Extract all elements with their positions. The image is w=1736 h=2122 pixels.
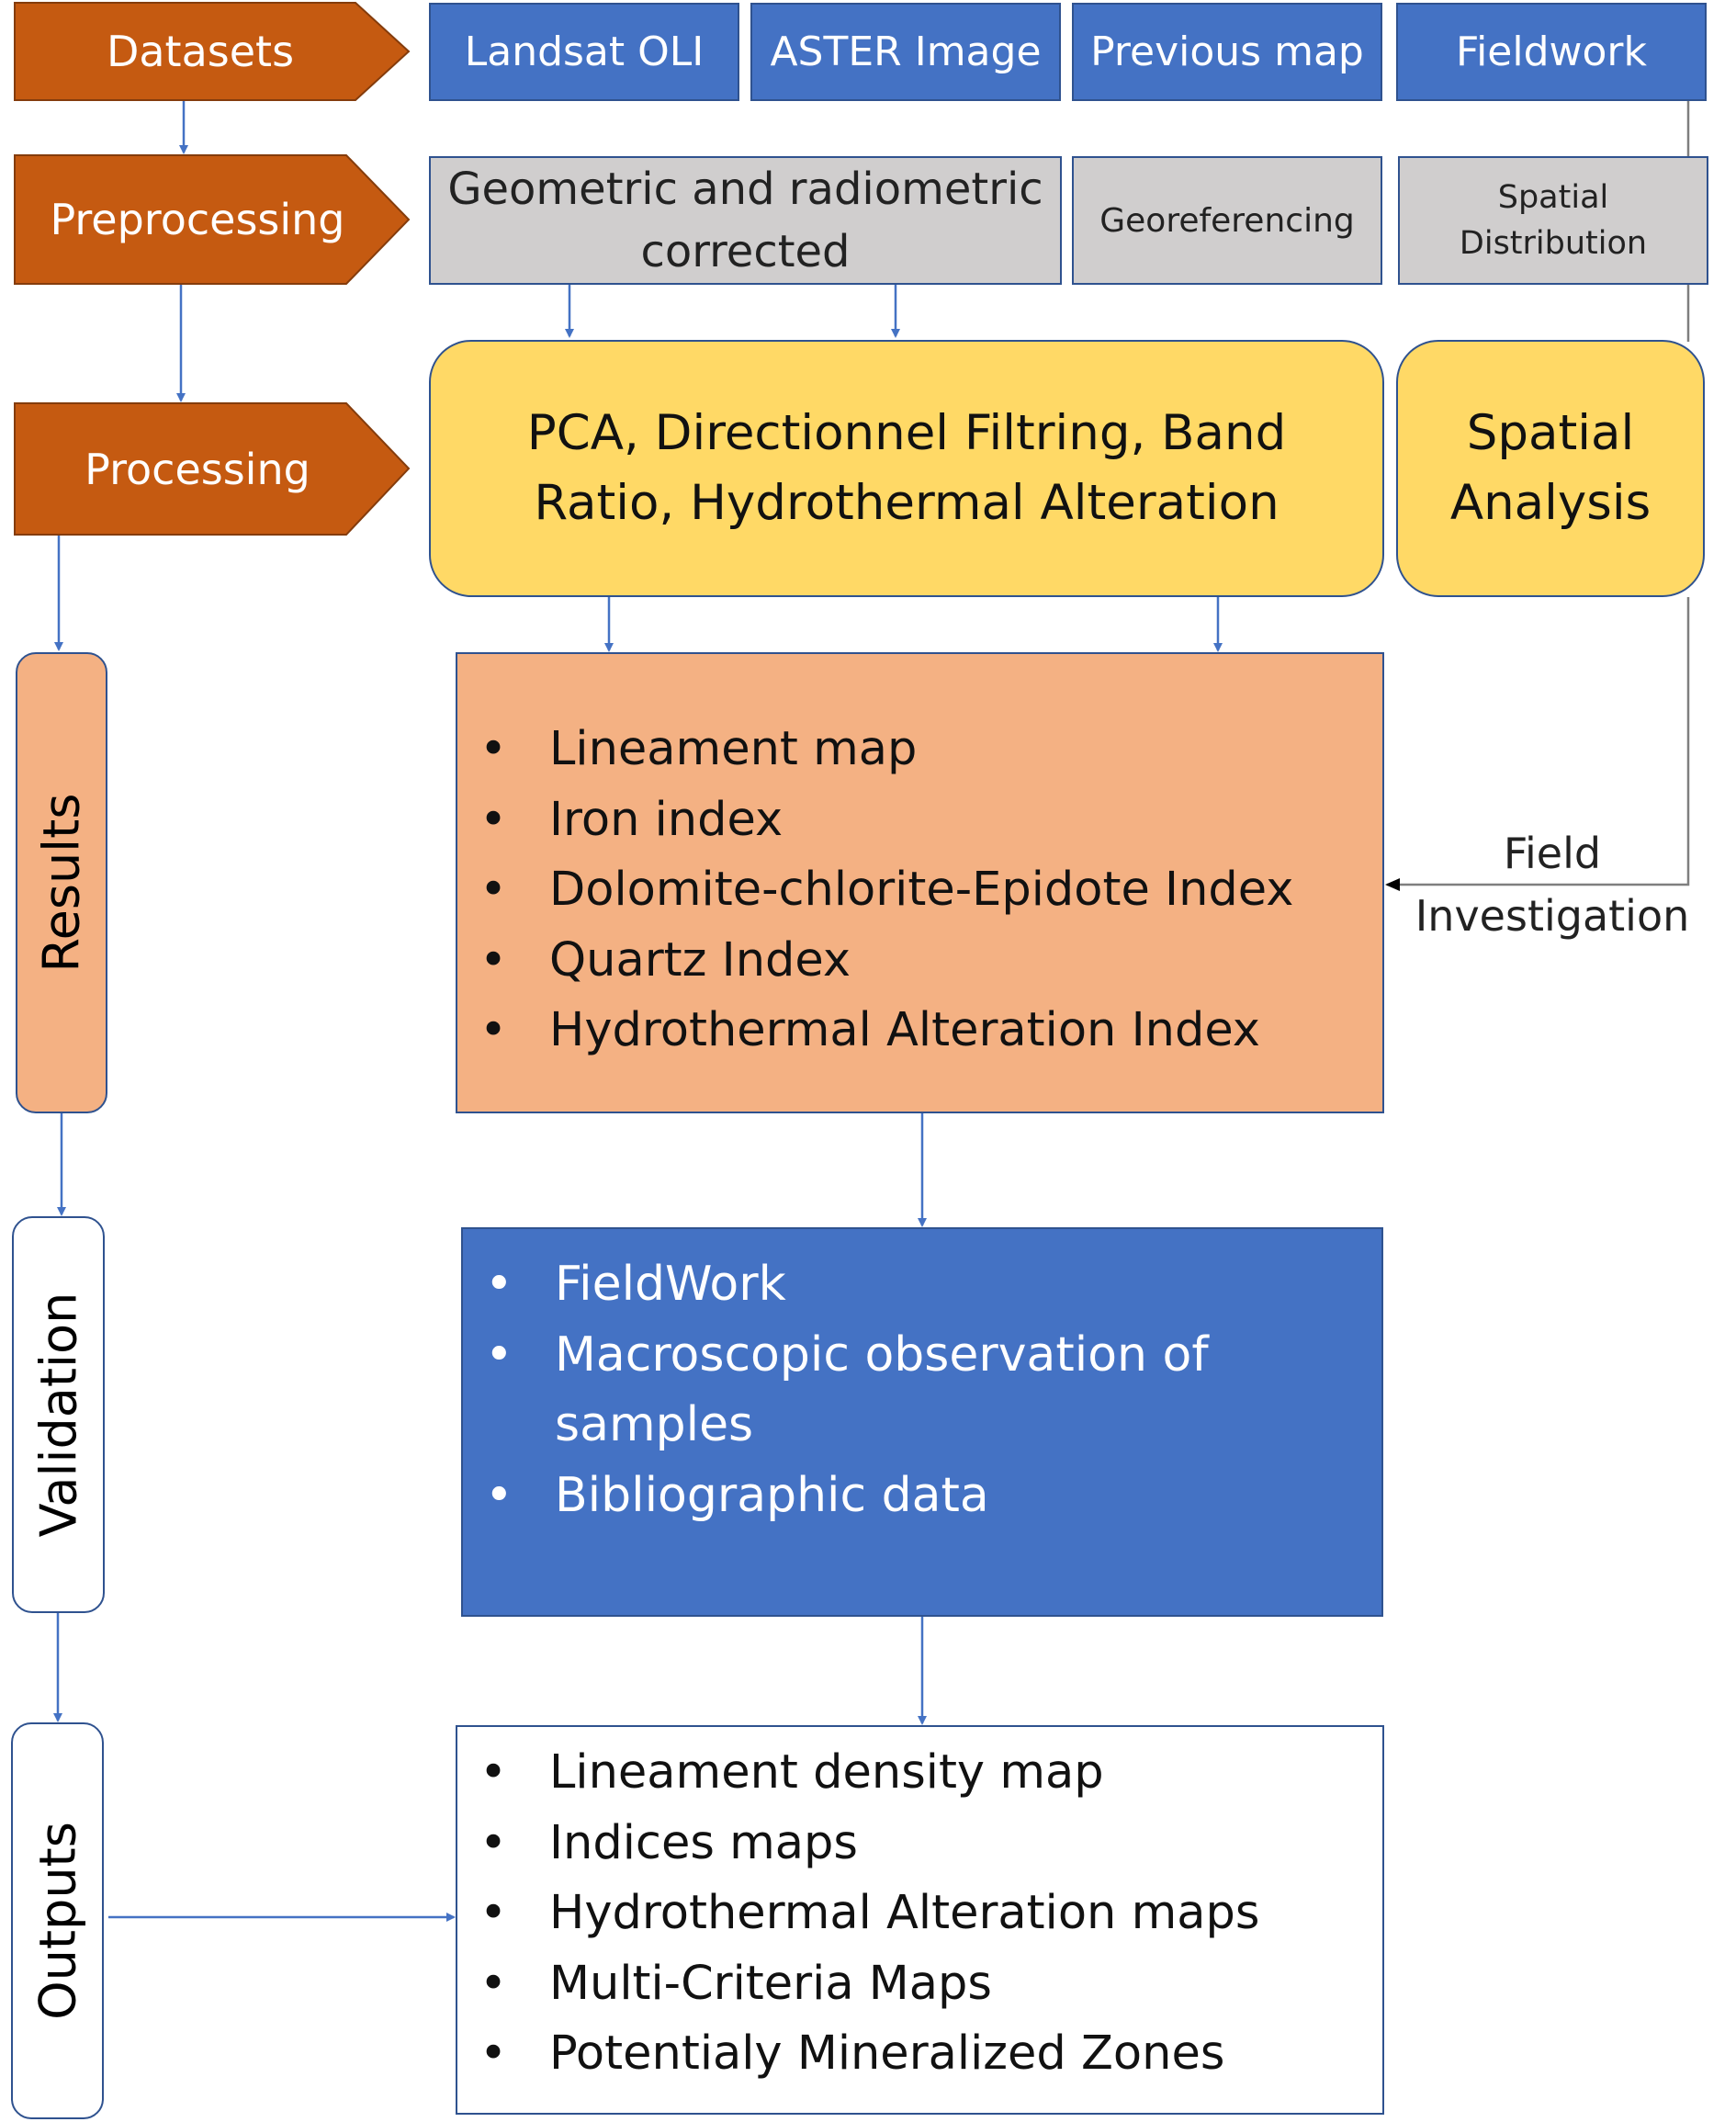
spatial-analysis-line1: Spatial (1466, 405, 1635, 461)
geometric-line1: Geometric and radiometric (447, 164, 1043, 215)
outputs-item: •Lineament density map (479, 1745, 1104, 1800)
stage-label-results: Results (32, 793, 91, 973)
geometric-line2: corrected (640, 226, 851, 277)
arrow-field-investigation (1385, 597, 1690, 891)
processing-methods-box: PCA, Directionnel Filtring, Band Ratio, … (429, 340, 1384, 597)
stage-label-validation: Validation (29, 1292, 87, 1538)
stage-outputs: Outputs (11, 1722, 104, 2119)
stage-datasets: Datasets (14, 2, 411, 101)
outputs-item: •Indices maps (479, 1815, 858, 1870)
dataset-label: Previous map (1090, 28, 1364, 75)
validation-box: •FieldWork •Macroscopic observation of s… (461, 1227, 1383, 1617)
results-item: •Quartz Index (479, 932, 851, 988)
spatial-distribution-line2: Distribution (1459, 225, 1648, 262)
dataset-label: Fieldwork (1455, 28, 1648, 75)
dataset-label: Landsat OLI (464, 28, 705, 75)
validation-item: •FieldWork (485, 1257, 786, 1312)
georeferencing-box: Georeferencing (1072, 156, 1382, 285)
results-item: •Hydrothermal Alteration Index (479, 1003, 1260, 1057)
spatial-analysis-box: Spatial Analysis (1396, 340, 1705, 597)
georeferencing-label: Georeferencing (1099, 201, 1355, 240)
dataset-fieldwork: Fieldwork (1396, 3, 1707, 101)
stage-results: Results (16, 652, 107, 1113)
stage-processing: Processing (14, 402, 411, 536)
outputs-item: •Potentialy Mineralized Zones (479, 2026, 1225, 2081)
stage-preprocessing: Preprocessing (14, 154, 411, 285)
results-item: •Lineament map (479, 722, 918, 776)
spatial-distribution-line1: Spatial (1497, 179, 1609, 216)
dataset-previous-map: Previous map (1072, 3, 1382, 101)
dataset-label: ASTER Image (770, 28, 1042, 75)
stage-label-datasets: Datasets (107, 27, 294, 76)
spatial-analysis-line2: Analysis (1449, 475, 1651, 531)
dataset-landsat-oli: Landsat OLI (429, 3, 739, 101)
results-item: •Dolomite-chlorite-Epidote Index (479, 863, 1294, 917)
results-box: •Lineament map •Iron index •Dolomite-chl… (456, 652, 1384, 1113)
outputs-box: •Lineament density map •Indices maps •Hy… (456, 1725, 1384, 2115)
field-label-line1: Field (1503, 829, 1602, 878)
dataset-aster-image: ASTER Image (750, 3, 1061, 101)
results-item: •Iron index (479, 792, 783, 847)
geometric-radiometric-box: Geometric and radiometric corrected (429, 156, 1062, 285)
processing-line1: PCA, Directionnel Filtring, Band (526, 405, 1287, 461)
outputs-item: •Hydrothermal Alteration maps (479, 1886, 1260, 1940)
outputs-item: •Multi-Criteria Maps (479, 1956, 992, 2011)
stage-validation: Validation (12, 1216, 105, 1613)
field-investigation-label: Field Investigation (1396, 822, 1708, 947)
field-label-line2: Investigation (1415, 891, 1690, 941)
validation-item: •Bibliographic data (485, 1467, 989, 1523)
stage-label-processing: Processing (85, 445, 310, 494)
spatial-distribution-box: Spatial Distribution (1398, 156, 1708, 285)
processing-line2: Ratio, Hydrothermal Alteration (534, 475, 1279, 531)
validation-item: •Macroscopic observation of samples (485, 1326, 1209, 1453)
stage-label-outputs: Outputs (28, 1822, 86, 2020)
stage-label-preprocessing: Preprocessing (50, 195, 344, 244)
